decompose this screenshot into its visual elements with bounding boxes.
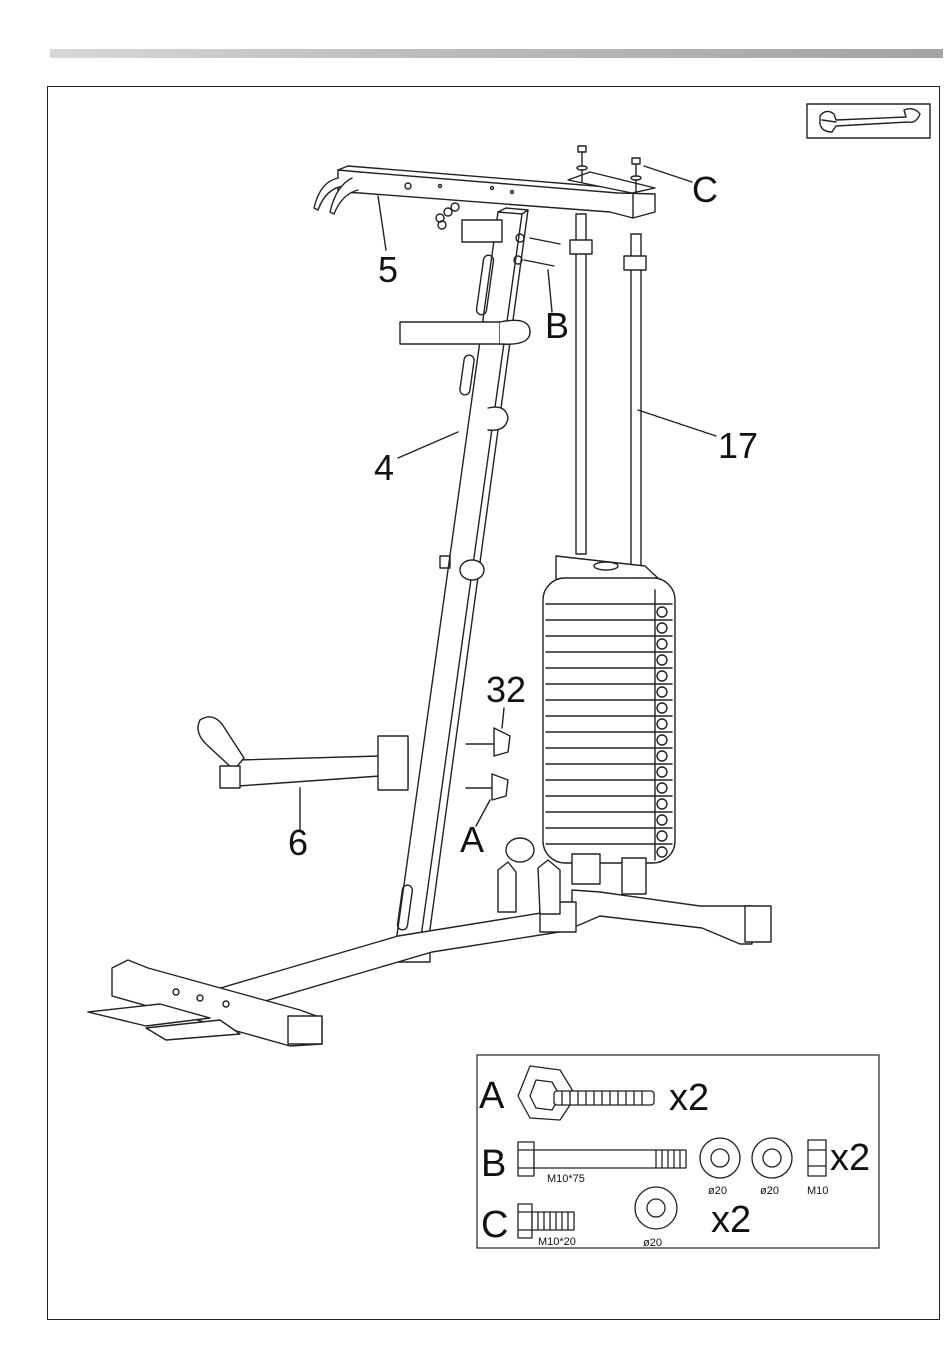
hardware-box: A x2 B M10*75 ø20 ø20 M10 x2 C M10*20 ø2… xyxy=(477,1055,879,1249)
hardware-B-letter: B xyxy=(481,1143,506,1185)
guide-rods xyxy=(570,214,716,574)
callout-B: B xyxy=(545,305,569,346)
hardware-B-qty: x2 xyxy=(830,1137,870,1179)
callout-C: C xyxy=(692,169,718,210)
callout-4: 4 xyxy=(374,447,394,488)
callout-A: A xyxy=(460,819,484,860)
leg-arm xyxy=(198,717,408,830)
callout-5: 5 xyxy=(378,249,398,290)
wrench-icon xyxy=(807,104,930,138)
callout-17: 17 xyxy=(718,425,758,466)
pop-pin-knobs xyxy=(466,708,510,826)
hardware-C-qty: x2 xyxy=(711,1199,751,1241)
callout-32: 32 xyxy=(486,669,526,710)
hardware-A-qty: x2 xyxy=(669,1077,709,1119)
hardware-B-nut-size: M10 xyxy=(807,1185,828,1197)
hardware-B-washer1-size: ø20 xyxy=(708,1185,727,1197)
weight-stack xyxy=(543,556,675,894)
hardware-C-washer-size: ø20 xyxy=(643,1237,662,1249)
callout-6: 6 xyxy=(288,822,308,863)
hardware-C-bolt-size: M10*20 xyxy=(538,1236,576,1248)
hardware-A-letter: A xyxy=(479,1075,505,1117)
hardware-B-washer2-size: ø20 xyxy=(760,1185,779,1197)
hardware-C-letter: C xyxy=(481,1204,508,1246)
hardware-B-bolt-size: M10*75 xyxy=(547,1173,585,1185)
